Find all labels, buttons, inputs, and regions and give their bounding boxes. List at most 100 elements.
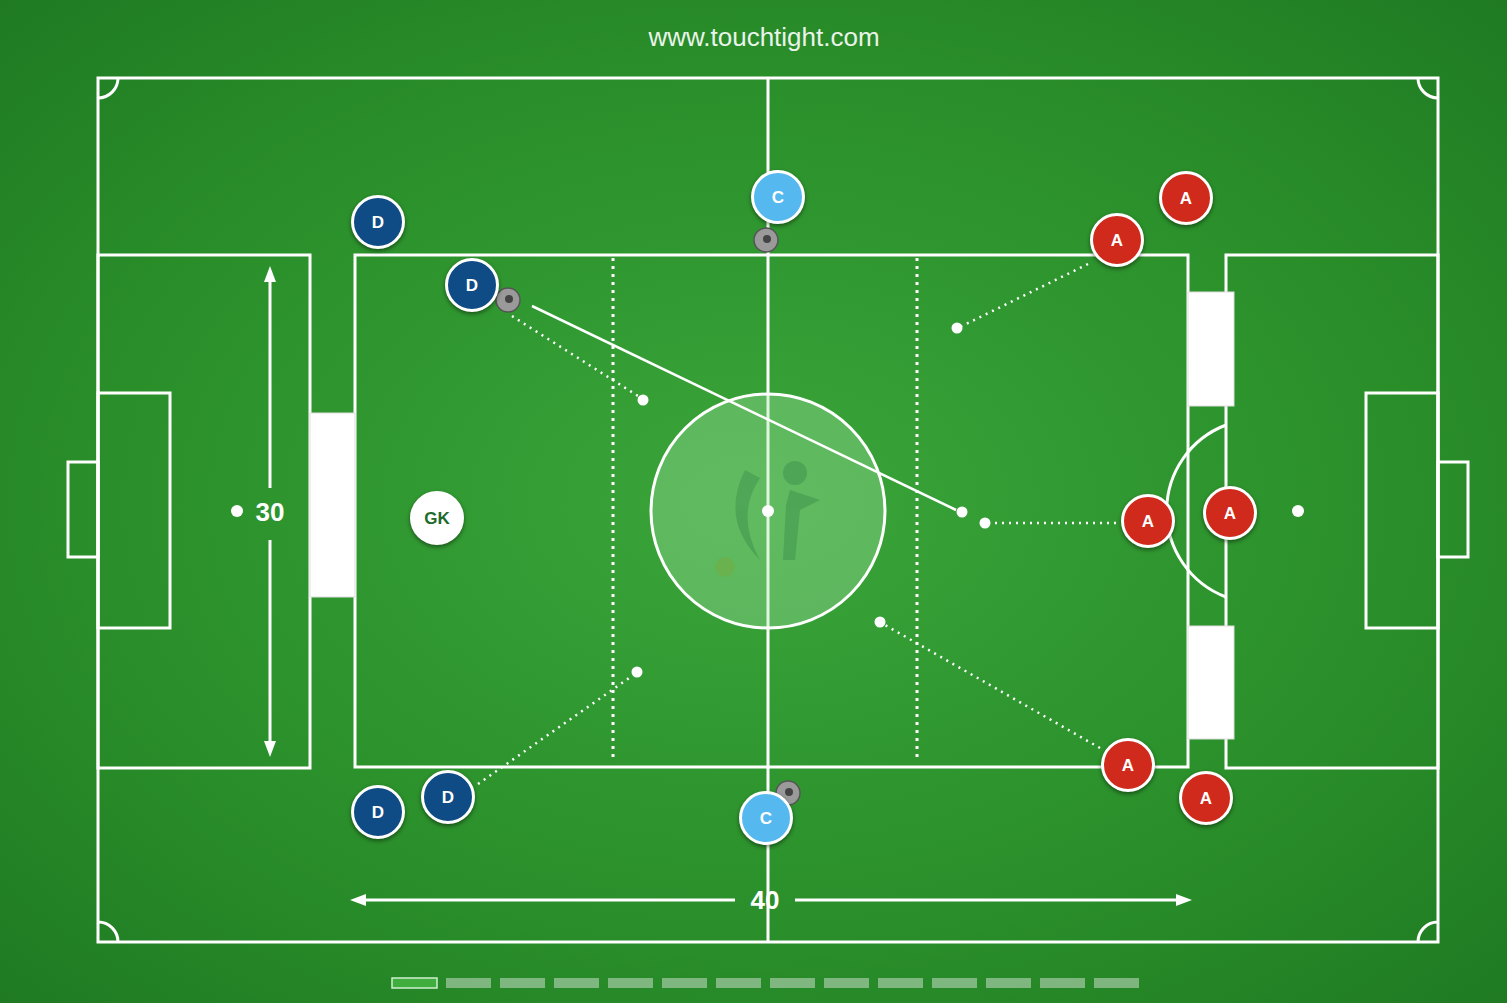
player-marker: A: [1101, 738, 1155, 792]
dimension-label: 40: [748, 885, 783, 916]
player-marker: A: [1121, 494, 1175, 548]
player-marker: A: [1203, 486, 1257, 540]
penalty-box: [98, 255, 310, 768]
logo-watermark: [715, 461, 820, 577]
progress-bar: [824, 978, 869, 988]
end-dot: [957, 507, 968, 518]
run-line: [885, 625, 1100, 748]
dimension-line: [795, 899, 1180, 902]
player-marker: D: [445, 258, 499, 312]
player-label: A: [1122, 757, 1134, 774]
logo-ball: [715, 557, 735, 577]
player-marker: D: [421, 770, 475, 824]
centre-circle: [651, 394, 885, 628]
progress-bar: [554, 978, 599, 988]
pass-line: [532, 306, 956, 510]
goal-area: [1366, 393, 1438, 628]
goal-area: [98, 393, 170, 628]
progress-bar: [878, 978, 923, 988]
dimension-line: [362, 899, 735, 902]
progress-bar: [770, 978, 815, 988]
progress-bar: [932, 978, 977, 988]
logo-head: [783, 461, 807, 485]
ball-patch: [763, 235, 771, 243]
arrow-head: [264, 741, 276, 757]
player-label: D: [372, 804, 384, 821]
run-line: [962, 264, 1088, 326]
player-label: D: [466, 277, 478, 294]
centre-spot: [762, 505, 774, 517]
end-dot: [632, 667, 643, 678]
player-label: D: [372, 214, 384, 231]
drill-area: [355, 255, 1188, 767]
mini-goal: [1188, 626, 1234, 739]
player-label: A: [1224, 505, 1236, 522]
arrow-head: [1176, 894, 1192, 906]
pitch-markings: [68, 78, 1468, 942]
arrow-head: [350, 894, 366, 906]
mini-goals: [310, 292, 1234, 739]
progress-bar: [1040, 978, 1085, 988]
run-line: [991, 522, 1116, 525]
player-marker: C: [739, 791, 793, 845]
progress-bar: [986, 978, 1031, 988]
progress-bar: [446, 978, 491, 988]
mini-goal: [1188, 292, 1234, 406]
dimension-arrows: [264, 266, 1192, 906]
logo-swoosh: [735, 470, 760, 560]
player-label: A: [1142, 513, 1154, 530]
progress-bars: [392, 978, 1139, 988]
end-dot: [952, 323, 963, 334]
player-label: C: [760, 810, 772, 827]
goal: [68, 462, 98, 557]
run-line: [512, 316, 638, 396]
progress-bar: [1094, 978, 1139, 988]
progress-bar: [392, 978, 437, 988]
player-label: A: [1111, 232, 1123, 249]
progress-bar: [608, 978, 653, 988]
progress-bar: [716, 978, 761, 988]
corner-arc: [98, 78, 1438, 942]
player-label: D: [442, 789, 454, 806]
run-line: [478, 676, 632, 784]
penalty-spot: [231, 505, 243, 517]
watermark-url: www.touchtight.com: [645, 22, 882, 53]
player-label: A: [1180, 190, 1192, 207]
player-marker: D: [351, 785, 405, 839]
penalty-spot: [1292, 505, 1304, 517]
arrow-head: [264, 266, 276, 282]
player-marker: C: [751, 170, 805, 224]
run-end-dots: [632, 323, 991, 678]
progress-bar: [500, 978, 545, 988]
zone-line: [612, 258, 615, 762]
ball: [496, 288, 520, 312]
end-dot: [875, 617, 886, 628]
zone-line: [916, 258, 919, 762]
end-dot: [980, 518, 991, 529]
penalty-box: [1226, 255, 1438, 768]
dimension-line: [269, 278, 272, 488]
player-marker: A: [1090, 213, 1144, 267]
player-label: C: [772, 189, 784, 206]
dimension-label: 30: [253, 497, 288, 528]
movement-lines: [478, 264, 1116, 784]
pitch-outline: [98, 78, 1438, 942]
ball-patch: [505, 295, 513, 303]
run-lines: [478, 264, 1116, 784]
goal: [1438, 462, 1468, 557]
mini-goal: [310, 413, 355, 597]
balls: [496, 228, 800, 805]
player-marker: A: [1159, 171, 1213, 225]
player-marker: GK: [410, 491, 464, 545]
progress-bar: [662, 978, 707, 988]
ball-patch: [785, 788, 793, 796]
player-marker: A: [1179, 771, 1233, 825]
end-dot: [638, 395, 649, 406]
logo-body: [783, 490, 820, 560]
ball: [754, 228, 778, 252]
player-marker: D: [351, 195, 405, 249]
player-label: A: [1200, 790, 1212, 807]
dimension-line: [269, 540, 272, 745]
